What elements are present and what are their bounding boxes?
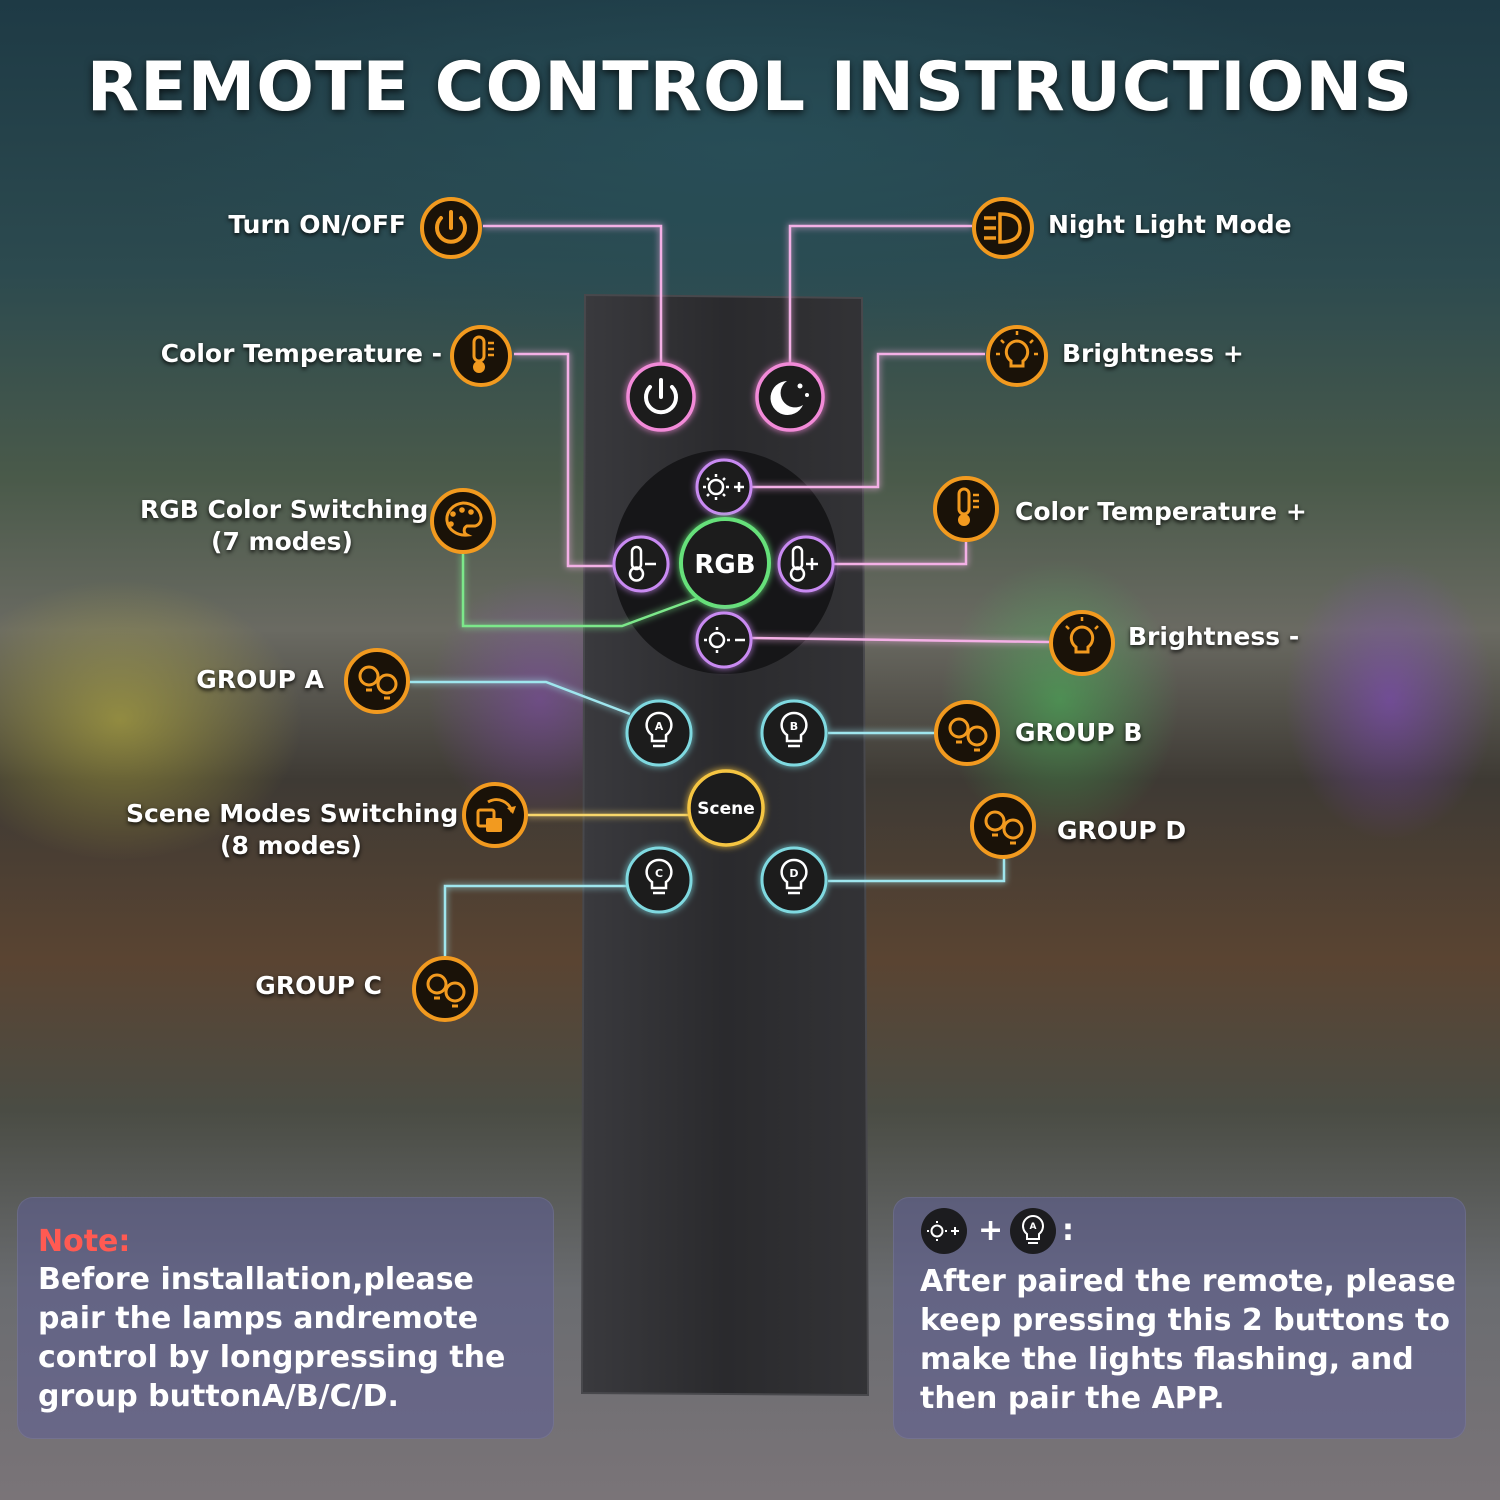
page-title: REMOTE CONTROL INSTRUCTIONS [86,48,1414,127]
label-color-temperature-minus: Color Temperature - [160,339,442,368]
note-left-box: Note: Before installation,please pair th… [17,1197,554,1439]
combo-group-a-icon: A [1010,1208,1056,1254]
note-left-line-3: control by longpressing the [38,1340,506,1375]
note-left-line-1: Before installation,please [38,1262,474,1297]
scene-button[interactable]: Scene [687,769,765,847]
color-temperature-minus-button[interactable] [612,535,670,593]
group-c-button[interactable]: C [625,846,693,914]
label-rgb-color-switching-sub: (7 modes) [211,527,353,556]
night-light-icon [972,197,1034,259]
thermometer-plus-icon [933,476,999,542]
combo-plus: + [978,1213,1004,1248]
label-group-a: GROUP A [196,665,324,694]
label-rgb-color-switching-main: RGB Color Switching [140,495,429,524]
brightness-minus-button[interactable] [695,611,753,669]
note-left-line-4: group buttonA/B/C/D. [38,1379,399,1414]
bulb-bright-icon [986,325,1048,387]
group-d-button-label: D [789,867,798,880]
combo-colon: : [1062,1213,1074,1248]
label-scene-modes-switching: Scene Modes Switching (8 modes) [126,798,459,862]
label-rgb-color-switching: RGB Color Switching (7 modes) [140,494,428,558]
rgb-button[interactable]: RGB [679,517,771,609]
label-scene-modes-switching-main: Scene Modes Switching [126,799,459,828]
group-a-button-label: A [655,720,664,733]
palette-icon [430,488,496,554]
group-b-bulbs-icon [934,700,1000,766]
connector-lines [409,224,1051,957]
label-color-temperature-plus: Color Temperature + [1015,497,1307,526]
group-d-button[interactable]: D [760,846,828,914]
note-right-line-1: After paired the remote, please [920,1264,1456,1299]
label-scene-modes-switching-sub: (8 modes) [220,831,362,860]
note-left-line-2: pair the lamps andremote [38,1301,479,1336]
combo-group-a-letter: A [1030,1222,1037,1232]
label-turn-on-off: Turn ON/OFF [228,210,406,239]
power-icon [420,197,482,259]
power-button[interactable] [626,362,696,432]
note-right-line-2: keep pressing this 2 buttons to [920,1303,1450,1338]
color-temperature-plus-button[interactable] [777,535,835,593]
brightness-plus-button[interactable] [695,458,753,516]
scene-switch-icon [462,782,528,848]
group-d-bulbs-icon [970,793,1036,859]
label-group-c: GROUP C [255,971,382,1000]
label-group-d: GROUP D [1057,816,1187,845]
note-right-box: A + : After paired the remote, please ke… [893,1197,1466,1439]
group-c-button-label: C [655,867,663,880]
note-right-line-4: then pair the APP. [920,1381,1225,1416]
label-brightness-minus: Brightness - [1128,622,1300,651]
scene-button-label: Scene [697,799,754,819]
rgb-button-label: RGB [694,550,755,580]
bulb-dim-icon [1049,610,1115,676]
label-brightness-plus: Brightness + [1062,339,1244,368]
thermometer-minus-icon [450,325,512,387]
group-b-button-label: B [790,720,798,733]
note-right-line-3: make the lights flashing, and [920,1342,1414,1377]
note-left-title: Note: [38,1224,131,1259]
label-night-light-mode: Night Light Mode [1048,210,1292,239]
group-a-button[interactable]: A [625,699,693,767]
button-combo: A + : [920,1207,1120,1255]
group-b-button[interactable]: B [760,699,828,767]
combo-brightness-plus-icon [921,1208,967,1254]
label-group-b: GROUP B [1015,718,1143,747]
group-a-bulbs-icon [344,648,410,714]
group-c-bulbs-icon [412,956,478,1022]
night-light-button[interactable] [755,362,825,432]
